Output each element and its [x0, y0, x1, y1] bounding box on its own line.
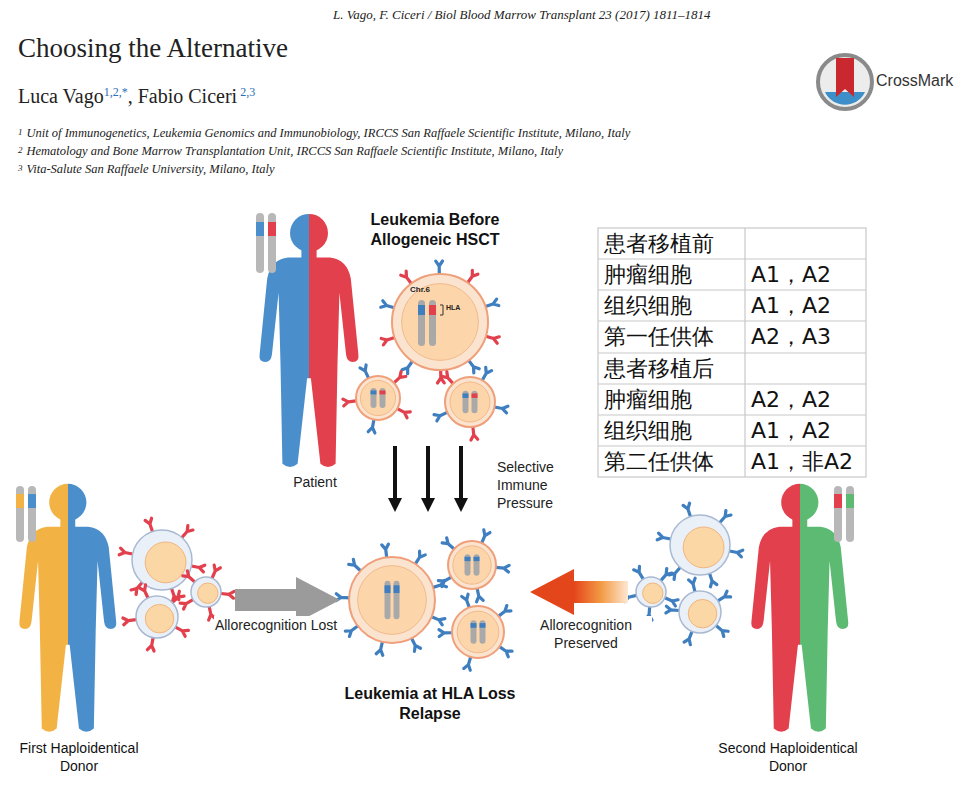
patient-figure — [259, 214, 358, 467]
leukemia-cell — [343, 365, 410, 433]
author-name: Luca Vago — [18, 84, 104, 108]
table-cell: 第一任供体 — [604, 321, 714, 352]
group-caption: Second Haploidentical Donor — [718, 740, 858, 775]
arrow-label: Allorecognition Preserved — [520, 616, 652, 652]
table-cell: A2，A2 — [751, 384, 831, 415]
author-superscript: 1,2,* — [104, 85, 128, 99]
donor-figure — [19, 484, 116, 732]
text-row: Luca Vago1,2,*, Fabio Ciceri2,3 — [18, 84, 255, 108]
author-superscript: 2,3 — [240, 85, 255, 99]
illustration-group: Leukemia Before Allogeneic HSCT — [340, 206, 530, 446]
t-cell — [180, 565, 234, 620]
title: Choosing the Alternative — [18, 33, 288, 64]
table-cell: A1，A2 — [751, 415, 831, 446]
journal-citation: L. Vago, F. Ciceri / Biol Blood Marrow T… — [333, 7, 753, 23]
table-cell: A1，非A2 — [751, 446, 853, 477]
chromosome-label: Chr.6 — [410, 285, 430, 295]
arrow — [574, 581, 628, 603]
table-cell: 肿瘤细胞 — [604, 259, 692, 290]
affiliation: Hematology and Bone Marrow Transplantati… — [27, 144, 564, 159]
donor-figure — [751, 484, 848, 732]
affiliation-number: 3 — [18, 163, 23, 174]
arrow — [235, 589, 296, 611]
group-caption: First Haploidentical Donor — [4, 740, 154, 775]
arrow-label: Selective Immune Pressure — [497, 458, 597, 513]
affiliation: Vita-Salute San Raffaele University, Mil… — [27, 162, 275, 177]
logo-text: CrossMark — [876, 71, 953, 90]
group-caption: Leukemia at HLA Loss Relapse — [340, 684, 520, 724]
group-caption: Leukemia Before Allogeneic HSCT — [345, 210, 525, 250]
crossmark-logo — [818, 55, 872, 109]
table-cell: 患者移植前 — [604, 228, 714, 259]
table-cell: 第二任供体 — [604, 446, 714, 477]
text-row: 1 Unit of Immunogenetics, Leukemia Genomi… — [18, 126, 630, 141]
table-cell: A1，A2 — [751, 259, 831, 290]
illustration-group: Leukemia at HLA Loss Relapse — [340, 512, 530, 728]
text-row: 3 Vita-Salute San Raffaele University, Mi… — [18, 162, 274, 177]
gene-label: HLA — [446, 304, 460, 312]
leukemia-cell — [336, 544, 447, 655]
t-cell — [623, 566, 678, 620]
author-name: , Fabio Ciceri — [128, 84, 237, 108]
t-cell — [123, 585, 189, 651]
illustration-group: First Haploidentical Donor — [4, 478, 235, 780]
table-cell: 患者移植后 — [604, 353, 714, 384]
t-cell — [666, 578, 731, 645]
affiliation: Unit of Immunogenetics, Leukemia Genomic… — [27, 126, 631, 141]
leukemia-cell — [381, 261, 499, 383]
pressure-arrow — [393, 446, 397, 498]
leukemia-cell — [434, 367, 508, 440]
illustration-group: Second Haploidentical Donor — [628, 478, 958, 780]
affiliation-number: 2 — [18, 145, 23, 156]
table-cell: 组织细胞 — [604, 415, 692, 446]
leukemia-cell — [439, 594, 512, 670]
table-cell: 肿瘤细胞 — [604, 384, 692, 415]
table-cell: A1，A2 — [751, 290, 831, 321]
arrow — [426, 446, 430, 498]
table-cell: 组织细胞 — [604, 290, 692, 321]
arrow-label: Allorecognition Lost — [214, 616, 338, 634]
figure-label: Patient — [290, 474, 340, 491]
table-cell: A2，A3 — [751, 321, 831, 352]
pressure-arrow — [459, 446, 463, 498]
t-cell — [657, 503, 743, 587]
affiliation-number: 1 — [18, 127, 23, 138]
text-row: 2 Hematology and Bone Marrow Transplantat… — [18, 144, 563, 159]
leukemia-cell — [438, 530, 509, 602]
hla-table-grid — [598, 228, 866, 477]
